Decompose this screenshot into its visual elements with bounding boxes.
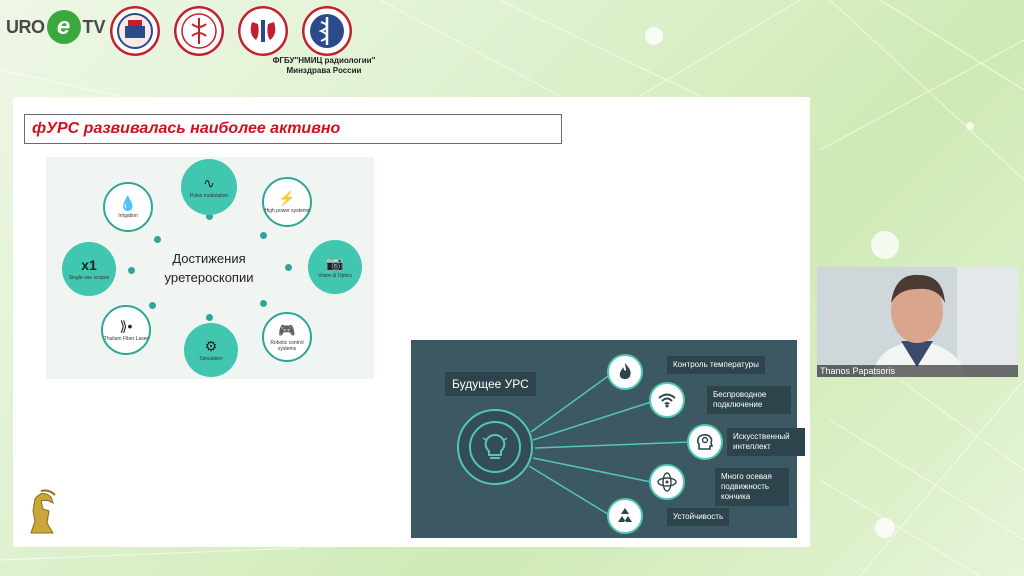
node-label: Simulation	[199, 356, 223, 362]
lightbulb-icon	[469, 421, 521, 473]
node-vision-optics: 📷 Vision & Optics	[308, 240, 362, 294]
recycle-icon	[607, 498, 643, 534]
future-label-wireless: Беспроводное подключение	[707, 386, 791, 414]
brand-text-uro: URO	[6, 16, 45, 37]
future-urs-panel: Будущее УРС Контроль те	[411, 340, 805, 538]
connector-dot	[285, 264, 292, 271]
node-high-power-systems: ⚡ High power systems	[262, 177, 312, 227]
pulse-wave-icon: ∿	[203, 175, 215, 191]
node-pulse-modulation: ∿ Pulse modulation	[181, 159, 237, 215]
speaker-video[interactable]: Thanos Papatsoris	[817, 267, 1018, 377]
ureteroscopy-achievements-diagram: Достижения уретероскопии 💧 Irrigation ∿ …	[46, 157, 374, 379]
bulb-circle	[457, 409, 533, 485]
org-caption-line1: ФГБУ"НМИЦ радиологии"	[272, 56, 376, 65]
node-label: Irrigation	[118, 213, 138, 219]
future-label-multiaxis: Много осевая подвижность кончика	[715, 468, 789, 506]
camera-icon: 📷	[326, 255, 344, 271]
connector-dot	[206, 213, 213, 220]
future-label-ai: Искусственный интеллект	[727, 428, 805, 456]
gamepad-icon: 🎮	[278, 322, 296, 338]
wifi-icon	[649, 382, 685, 418]
org-caption-line2: Минздрава России	[286, 66, 362, 75]
x1-icon: x1	[81, 257, 97, 273]
org-caption: ФГБУ"НМИЦ радиологии" Минздрава России	[272, 56, 376, 76]
future-label-sustainability: Устойчивость	[667, 508, 730, 526]
simulation-gear-icon: ⚙	[204, 338, 218, 354]
flame-icon	[607, 354, 643, 390]
node-single-use-scopes: x1 Single use scopes	[62, 242, 116, 296]
connector-dot	[260, 232, 267, 239]
diagram-center-text: Достижения уретероскопии	[144, 249, 274, 287]
partner-logo-1-icon	[110, 6, 160, 56]
node-label: Single use scopes	[68, 275, 110, 281]
power-plug-icon: ⚡	[278, 190, 296, 206]
diagram-center-line1: Достижения	[172, 251, 246, 266]
multiaxis-icon	[649, 464, 685, 500]
speaker-image	[817, 267, 1018, 377]
future-label-temperature: Контроль температуры	[667, 356, 765, 374]
brand-e-icon: e	[46, 10, 81, 44]
future-connectors	[528, 373, 690, 517]
partner-logos	[110, 6, 352, 56]
diagram-center-line2: уретероскопии	[164, 270, 254, 285]
urotv-logo: URO e TV	[6, 10, 106, 44]
node-irrigation: 💧 Irrigation	[103, 182, 153, 232]
laser-beam-icon: ⟫•	[119, 318, 133, 334]
water-drops-icon: 💧	[119, 195, 137, 211]
ai-head-icon	[687, 424, 723, 460]
node-label: High power systems	[264, 208, 310, 214]
node-label: Thulium Fiber Laser	[103, 336, 149, 342]
future-title: Будущее УРС	[445, 372, 536, 396]
helmet-emblem-icon	[30, 489, 56, 534]
connector-dot	[260, 300, 267, 307]
node-thulium-fiber-laser: ⟫• Thulium Fiber Laser	[101, 305, 151, 355]
connector-dot	[206, 314, 213, 321]
presentation-slide: фУРС развивалась наиболее активно Достиж…	[13, 97, 810, 547]
speaker-name: Thanos Papatsoris	[817, 365, 1018, 377]
connector-dot	[128, 267, 135, 274]
slide-title: фУРС развивалась наиболее активно	[24, 114, 562, 144]
partner-logo-2-icon	[174, 6, 224, 56]
node-robotic-control: 🎮 Robotic control systems	[262, 312, 312, 362]
brand-text-tv: TV	[82, 16, 106, 37]
node-label: Robotic control systems	[270, 340, 304, 352]
node-simulation: ⚙ Simulation	[184, 323, 238, 377]
connector-dot	[154, 236, 161, 243]
partner-logo-4-icon	[302, 6, 352, 56]
node-label: Vision & Optics	[318, 273, 352, 279]
node-label: Pulse modulation	[189, 193, 229, 199]
connector-dot	[149, 302, 156, 309]
partner-logo-3-icon	[238, 6, 288, 56]
